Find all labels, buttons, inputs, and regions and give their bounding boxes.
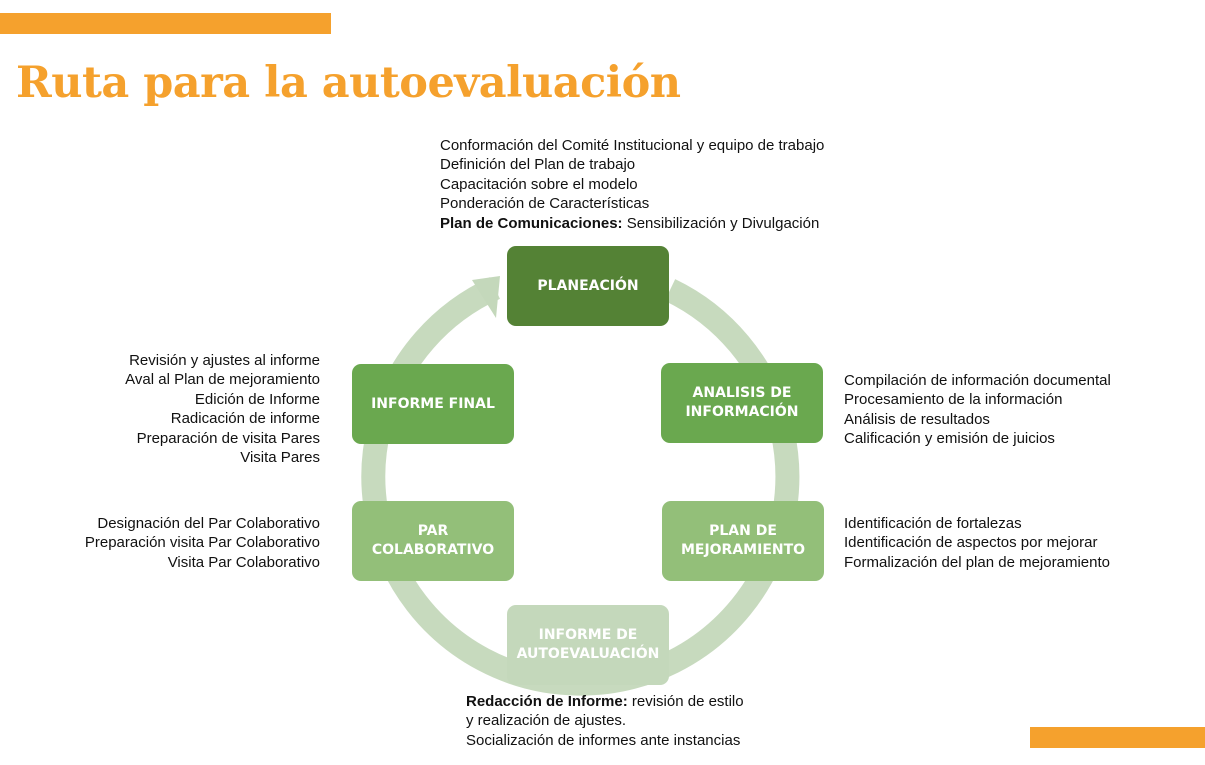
notes-plan-mejoramiento: Identificación de fortalezas Identificac… — [844, 514, 1110, 572]
step-plan-label: PLAN DE MEJORAMIENTO — [680, 523, 806, 558]
step-analisis-label: ANALISIS DE INFORMACIÓN — [685, 385, 799, 420]
step-plan-mejoramiento: PLAN DE MEJORAMIENTO — [662, 501, 824, 581]
note-bold-rest: Sensibilización y Divulgación — [622, 214, 820, 232]
note-item: Socialización de informes ante instancia… — [466, 731, 741, 749]
note-item: Identificación de aspectos por mejorar — [844, 534, 1098, 552]
cycle-arrowhead — [472, 276, 500, 318]
note-item: Ponderación de Características — [440, 195, 650, 213]
note-bold-label: Redacción de Informe: — [466, 693, 628, 710]
step-planeacion-label: PLANEACIÓN — [537, 277, 639, 294]
notes-par-colaborativo: Designación del Par Colaborativo Prepara… — [40, 514, 320, 572]
note-item: Procesamiento de la información — [844, 391, 1063, 409]
step-planeacion: PLANEACIÓN — [507, 246, 669, 326]
note-bold-rest: revisión de estilo — [627, 693, 744, 710]
page-title: Ruta para la autoevaluación — [16, 58, 681, 108]
step-informe-final: INFORME FINAL — [352, 364, 514, 444]
note-item: Designación del Par Colaborativo — [97, 515, 320, 532]
accent-bar-top — [0, 13, 331, 34]
note-item-bold: Redacción de Informe: revisión de estilo — [466, 692, 744, 711]
notes-analisis: Compilación de información documental Pr… — [844, 371, 1111, 449]
note-item: Conformación del Comité Institucional y … — [440, 137, 825, 154]
note-item: Definición del Plan de trabajo — [440, 156, 636, 174]
note-item: Capacitación sobre el modelo — [440, 175, 638, 193]
step-par-label: PAR COLABORATIVO — [371, 523, 495, 558]
step-par-colaborativo: PAR COLABORATIVO — [352, 501, 514, 581]
step-informe-auto-label: INFORME DE AUTOEVALUACIÓN — [516, 627, 660, 662]
note-item: Aval al Plan de mejoramiento — [125, 371, 320, 389]
notes-informe-final: Revisión y ajustes al informe Aval al Pl… — [60, 351, 320, 467]
note-item: Visita Par Colaborativo — [167, 553, 320, 571]
note-item: Preparación visita Par Colaborativo — [84, 534, 320, 552]
note-item: Revisión y ajustes al informe — [129, 352, 320, 369]
note-item: Formalización del plan de mejoramiento — [844, 553, 1110, 571]
note-item: Visita Pares — [240, 449, 320, 467]
note-item: y realización de ajustes. — [466, 712, 627, 730]
note-item-bold: Plan de Comunicaciones: Sensibilización … — [440, 214, 824, 233]
note-item: Calificación y emisión de juicios — [844, 430, 1055, 448]
note-item: Preparación de visita Pares — [136, 429, 320, 447]
note-item: Radicación de informe — [170, 410, 320, 428]
notes-planeacion: Conformación del Comité Institucional y … — [440, 136, 824, 233]
step-analisis-informacion: ANALISIS DE INFORMACIÓN — [661, 363, 823, 443]
note-item: Análisis de resultados — [844, 410, 990, 428]
step-informe-autoevaluacion: INFORME DE AUTOEVALUACIÓN — [507, 605, 669, 685]
note-item: Identificación de fortalezas — [844, 515, 1022, 532]
accent-bar-bottom — [1030, 727, 1205, 748]
note-bold-label: Plan de Comunicaciones: — [440, 214, 623, 232]
notes-informe-autoevaluacion: Redacción de Informe: revisión de estilo… — [466, 692, 744, 750]
note-item: Edición de Informe — [194, 390, 320, 408]
note-item: Compilación de información documental — [844, 372, 1111, 389]
step-final-label: INFORME FINAL — [371, 395, 495, 412]
